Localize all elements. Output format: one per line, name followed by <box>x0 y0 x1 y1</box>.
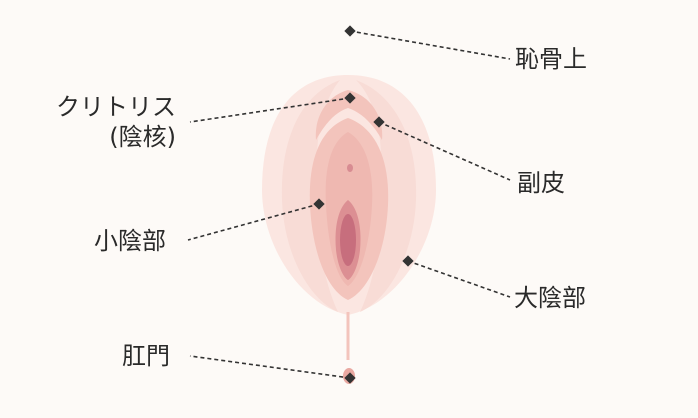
leader-anus <box>189 355 351 379</box>
label-clitoris-line2: (陰核) <box>109 123 176 151</box>
leader-clitoris <box>189 97 351 123</box>
label-labia-majora: 大陰部 <box>514 284 586 312</box>
leader-mons-pubis <box>349 30 511 60</box>
marker-labia-majora <box>402 255 414 267</box>
label-anus: 肛門 <box>122 342 170 370</box>
label-clitoris: クリトリス (陰核) <box>56 95 176 149</box>
hood-shape <box>315 90 383 140</box>
leader-clitoral-hood <box>378 121 511 181</box>
label-clitoral-hood: 副皮 <box>517 169 565 197</box>
leader-labia-majora <box>407 260 511 298</box>
marker-anus <box>344 372 356 384</box>
label-mons-pubis: 恥骨上 <box>515 45 587 73</box>
urethral-opening <box>347 164 353 172</box>
vaginal-opening <box>340 214 356 266</box>
marker-mons-pubis <box>344 25 356 37</box>
marker-labia-minora <box>313 198 325 210</box>
label-clitoris-line1: クリトリス <box>56 93 176 121</box>
leader-labia-minora <box>187 203 320 241</box>
label-labia-minora: 小陰部 <box>94 227 166 255</box>
